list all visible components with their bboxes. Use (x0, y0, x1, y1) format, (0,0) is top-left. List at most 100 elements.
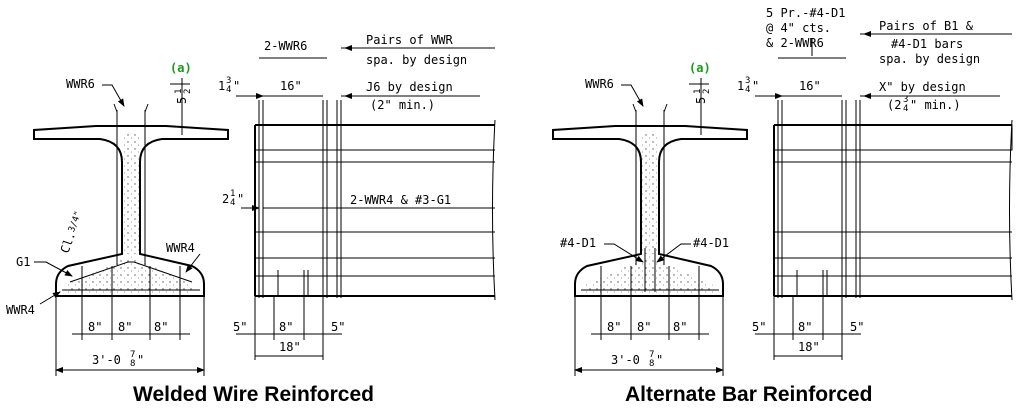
left-overall-dim: 3'-0 7 8 " (92, 350, 144, 369)
svg-text:": " (233, 79, 240, 93)
svg-text:3: 3 (745, 76, 750, 86)
left-g1-label: G1 (16, 255, 30, 269)
svg-text:": " (752, 79, 759, 93)
svg-text:2: 2 (183, 89, 193, 94)
right-bottom-dim-2: 8" (637, 320, 651, 334)
left-elev-note1-a: Pairs of WWR (366, 33, 453, 47)
left-web-concrete (123, 132, 139, 254)
right-elev-bar-box (845, 124, 1013, 151)
right-girder-outline (552, 125, 748, 297)
right-stirrup-hook (632, 103, 637, 113)
left-bottom-dim-2: 8" (118, 320, 132, 334)
right-section-view: WWR6 (a) 5 1 2 #4-D1 #4-D1 8" 8" 8" 3'-0… (552, 61, 748, 376)
left-stirrup-hook (144, 103, 149, 113)
left-g1-leader (34, 261, 73, 277)
right-bottom-dim-1: 8" (607, 320, 621, 334)
svg-text:2: 2 (702, 89, 712, 94)
svg-text:4: 4 (903, 104, 908, 114)
svg-text:7: 7 (130, 350, 135, 360)
right-d1-left-label: #4-D1 (560, 236, 596, 250)
left-stirrup-hook (113, 103, 118, 113)
left-flange-concrete (66, 256, 194, 294)
svg-text:5: 5 (175, 97, 189, 104)
right-d1-right-leader (656, 243, 691, 263)
right-caption: Alternate Bar Reinforced (625, 383, 872, 406)
left-bottom-dim-1: 8" (88, 320, 102, 334)
right-elev-top-c: & 2-WWR6 (766, 36, 824, 50)
right-note-a: (a) (689, 61, 711, 75)
left-elev-note1-b: spa. by design (366, 53, 467, 67)
right-wwr6-label: WWR6 (585, 77, 614, 91)
svg-text:Cl.: Cl. (58, 230, 79, 255)
right-elev-bottom-dim-1: 5" (752, 320, 766, 334)
right-d1-right-label: #4-D1 (693, 236, 729, 250)
svg-text:3'-0: 3'-0 (611, 353, 640, 367)
left-wwr4-left-leader (39, 291, 61, 305)
svg-text:4: 4 (745, 85, 750, 95)
left-wwr6-label: WWR6 (66, 77, 95, 91)
right-elev-total: 18" (798, 340, 820, 354)
left-elev-note2-a: J6 by design (366, 80, 453, 94)
svg-text:7: 7 (649, 350, 654, 360)
svg-text:1: 1 (737, 79, 744, 93)
svg-text:" min.): " min.) (910, 98, 961, 112)
left-clear-label: Cl. 3/4" (58, 210, 84, 255)
left-elev-wwr6-box (262, 124, 328, 151)
left-elev-bottom-dim-3: 5" (331, 320, 345, 334)
svg-text:(2: (2 (887, 98, 901, 112)
right-elev-note1-c: spa. by design (879, 52, 980, 66)
left-wwr6-leader (102, 84, 125, 107)
right-wwr6-leader (621, 84, 644, 107)
right-web-concrete (642, 132, 658, 254)
left-elev-bottom-dim-1: 5" (233, 320, 247, 334)
left-elev-16-label: 16" (280, 79, 302, 93)
left-elev-mid-note: 2-WWR4 & #3-G1 (350, 193, 451, 207)
left-elev-wwr6-label: 2-WWR6 (264, 39, 307, 53)
right-elev-break (1009, 119, 1013, 301)
right-elev-note2-b: (2 3 4 " min.) (887, 95, 961, 114)
svg-text:5: 5 (694, 97, 708, 104)
right-stirrup-hook (663, 103, 668, 113)
left-elev-note2-b: (2" min.) (370, 98, 435, 112)
right-elev-note2-a: X" by design (879, 80, 966, 94)
left-elev-break (492, 119, 496, 301)
left-elev-mid-dim: 2 1 4 " (222, 189, 244, 208)
svg-text:8: 8 (130, 359, 135, 369)
svg-text:2: 2 (222, 192, 229, 206)
left-top-dim: 5 1 2 (174, 89, 193, 104)
right-d1-left-leader (604, 243, 644, 263)
right-bottom-dim-3: 8" (673, 320, 687, 334)
left-elev-cover: 1 3 4 " (218, 76, 240, 95)
left-section-view: WWR6 (a) 5 1 2 Cl. 3/4" G1 WWR4 WWR4 (6, 61, 229, 376)
right-elev-cover: 1 3 4 " (737, 76, 759, 95)
svg-text:8: 8 (649, 359, 654, 369)
svg-text:": " (656, 353, 663, 367)
svg-text:3'-0: 3'-0 (92, 353, 121, 367)
right-elev-top-a: 5 Pr.-#4-D1 (766, 6, 845, 20)
svg-text:4: 4 (230, 198, 235, 208)
left-elev-bottom-dim-2: 8" (279, 320, 293, 334)
left-caption: Welded Wire Reinforced (133, 383, 374, 406)
svg-text:3: 3 (903, 95, 908, 105)
left-bottom-dim-3: 8" (154, 320, 168, 334)
svg-text:3/4": 3/4" (67, 210, 84, 234)
right-elev-top-b: @ 4" cts. (766, 21, 831, 35)
right-elevation-view: 5 Pr.-#4-D1 @ 4" cts. & 2-WWR6 16" 1 3 4… (737, 6, 1013, 360)
left-elevation-view: 2-WWR6 16" 1 3 4 " Pairs of WWR spa. by … (218, 33, 496, 360)
right-flange-concrete (585, 256, 713, 294)
left-wwr4-bar (69, 261, 193, 283)
svg-text:": " (237, 192, 244, 206)
right-elev-bottom-dim-3: 5" (850, 320, 864, 334)
left-note-a: (a) (170, 61, 192, 75)
right-top-dim: 5 1 2 (693, 89, 712, 104)
right-elev-note1-b: #4-D1 bars (891, 37, 963, 51)
svg-text:3: 3 (226, 76, 231, 86)
svg-text:": " (137, 353, 144, 367)
svg-text:1: 1 (218, 79, 225, 93)
left-elev-total: 18" (279, 340, 301, 354)
right-elev-bottom-dim-2: 8" (798, 320, 812, 334)
left-girder-outline (33, 125, 229, 297)
right-elev-16-label: 16" (799, 79, 821, 93)
right-elev-note1-a: Pairs of B1 & (879, 19, 974, 33)
